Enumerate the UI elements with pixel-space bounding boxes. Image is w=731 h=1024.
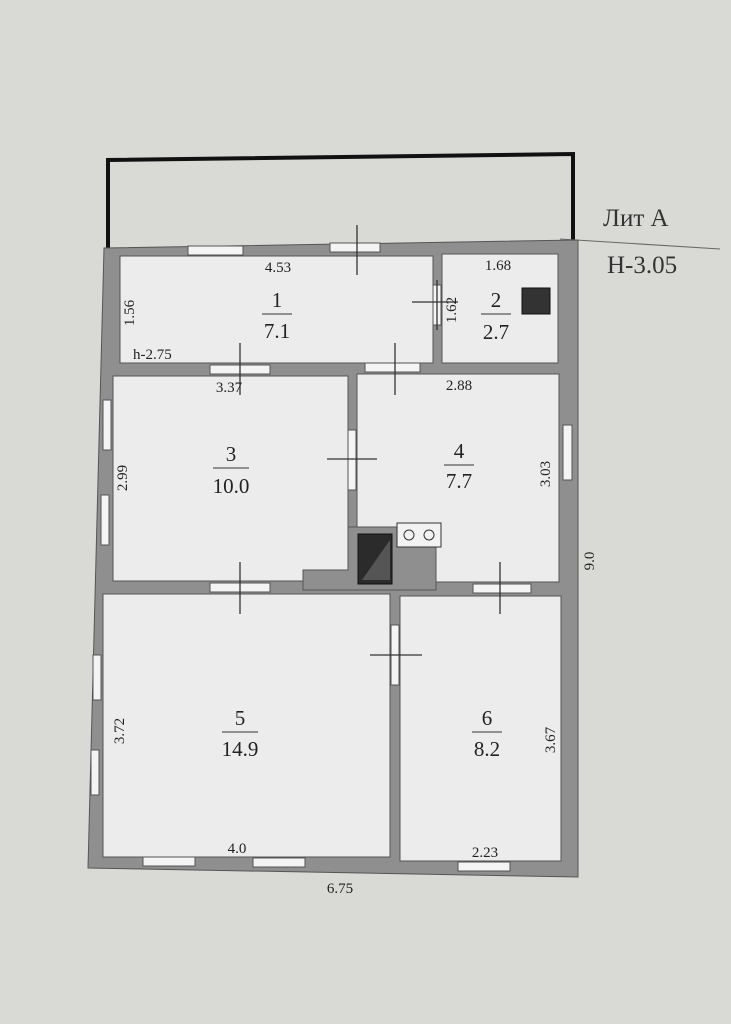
window-left-1 (102, 399, 112, 451)
door-4-6 (472, 583, 532, 594)
room-5-area: 14.9 (222, 737, 259, 761)
room-3-number: 3 (226, 442, 237, 466)
extension-outline (106, 151, 575, 248)
room-1-label: 1 7.1 (262, 288, 292, 343)
building-letter: Лит А (603, 205, 669, 232)
dim-room5-width: 4.0 (228, 841, 247, 857)
room-6-label: 6 8.2 (472, 706, 502, 761)
room-2-label: 2 2.7 (481, 288, 511, 344)
dim-room6-width: 2.23 (472, 845, 498, 861)
dim-room2-depth: 1.62 (444, 297, 460, 323)
room-5-label: 5 14.9 (222, 706, 259, 761)
room-5-number: 5 (235, 706, 246, 730)
room-4-label: 4 7.7 (444, 439, 474, 493)
dim-room1-width: 4.53 (265, 260, 291, 276)
window-top-1 (187, 245, 244, 256)
cooktop-burner-left (403, 529, 415, 541)
title-divider (559, 238, 721, 250)
dim-room1-height: h-2.75 (133, 347, 172, 363)
boiler-icon (521, 287, 551, 315)
dim-room4-depth: 3.03 (538, 461, 554, 487)
building-height: Н-3.05 (607, 252, 677, 279)
room-4-area: 7.7 (446, 469, 472, 493)
room-6-area: 8.2 (474, 737, 500, 761)
dim-room1-depth: 1.56 (122, 299, 138, 326)
dim-room6-depth: 3.67 (543, 726, 559, 753)
room-2-area: 2.7 (483, 320, 509, 344)
room-2-number: 2 (491, 288, 502, 312)
room-3 (112, 375, 349, 582)
door-3-4 (347, 429, 357, 491)
room-1-area: 7.1 (264, 319, 290, 343)
dim-room4-width: 2.88 (446, 378, 472, 394)
cooktop-burner-right (423, 529, 435, 541)
window-right-1 (562, 424, 573, 481)
room-4-number: 4 (454, 439, 465, 463)
window-left-2 (100, 494, 110, 546)
room-5 (102, 593, 391, 858)
dim-total-length: 9.0 (582, 552, 598, 571)
window-bottom-1 (142, 856, 196, 867)
window-left-3 (92, 654, 102, 701)
room-6 (399, 595, 562, 862)
window-bottom-3 (457, 861, 511, 872)
door-2-4 (364, 362, 421, 373)
chimney-icon (362, 540, 390, 580)
window-bottom-2 (252, 857, 306, 868)
opening-ticks (239, 225, 501, 656)
dim-room3-width: 3.37 (216, 380, 243, 396)
window-left-4 (90, 749, 100, 796)
window-top-2 (329, 242, 381, 253)
dim-room5-depth: 3.72 (112, 718, 128, 744)
room-6-number: 6 (482, 706, 493, 730)
dim-room3-depth: 2.99 (115, 465, 131, 491)
room-3-area: 10.0 (213, 474, 250, 498)
dim-room2-width: 1.68 (485, 258, 511, 274)
room-1-number: 1 (272, 288, 283, 312)
dim-total-width: 6.75 (327, 881, 353, 897)
room-3-label: 3 10.0 (213, 442, 250, 498)
